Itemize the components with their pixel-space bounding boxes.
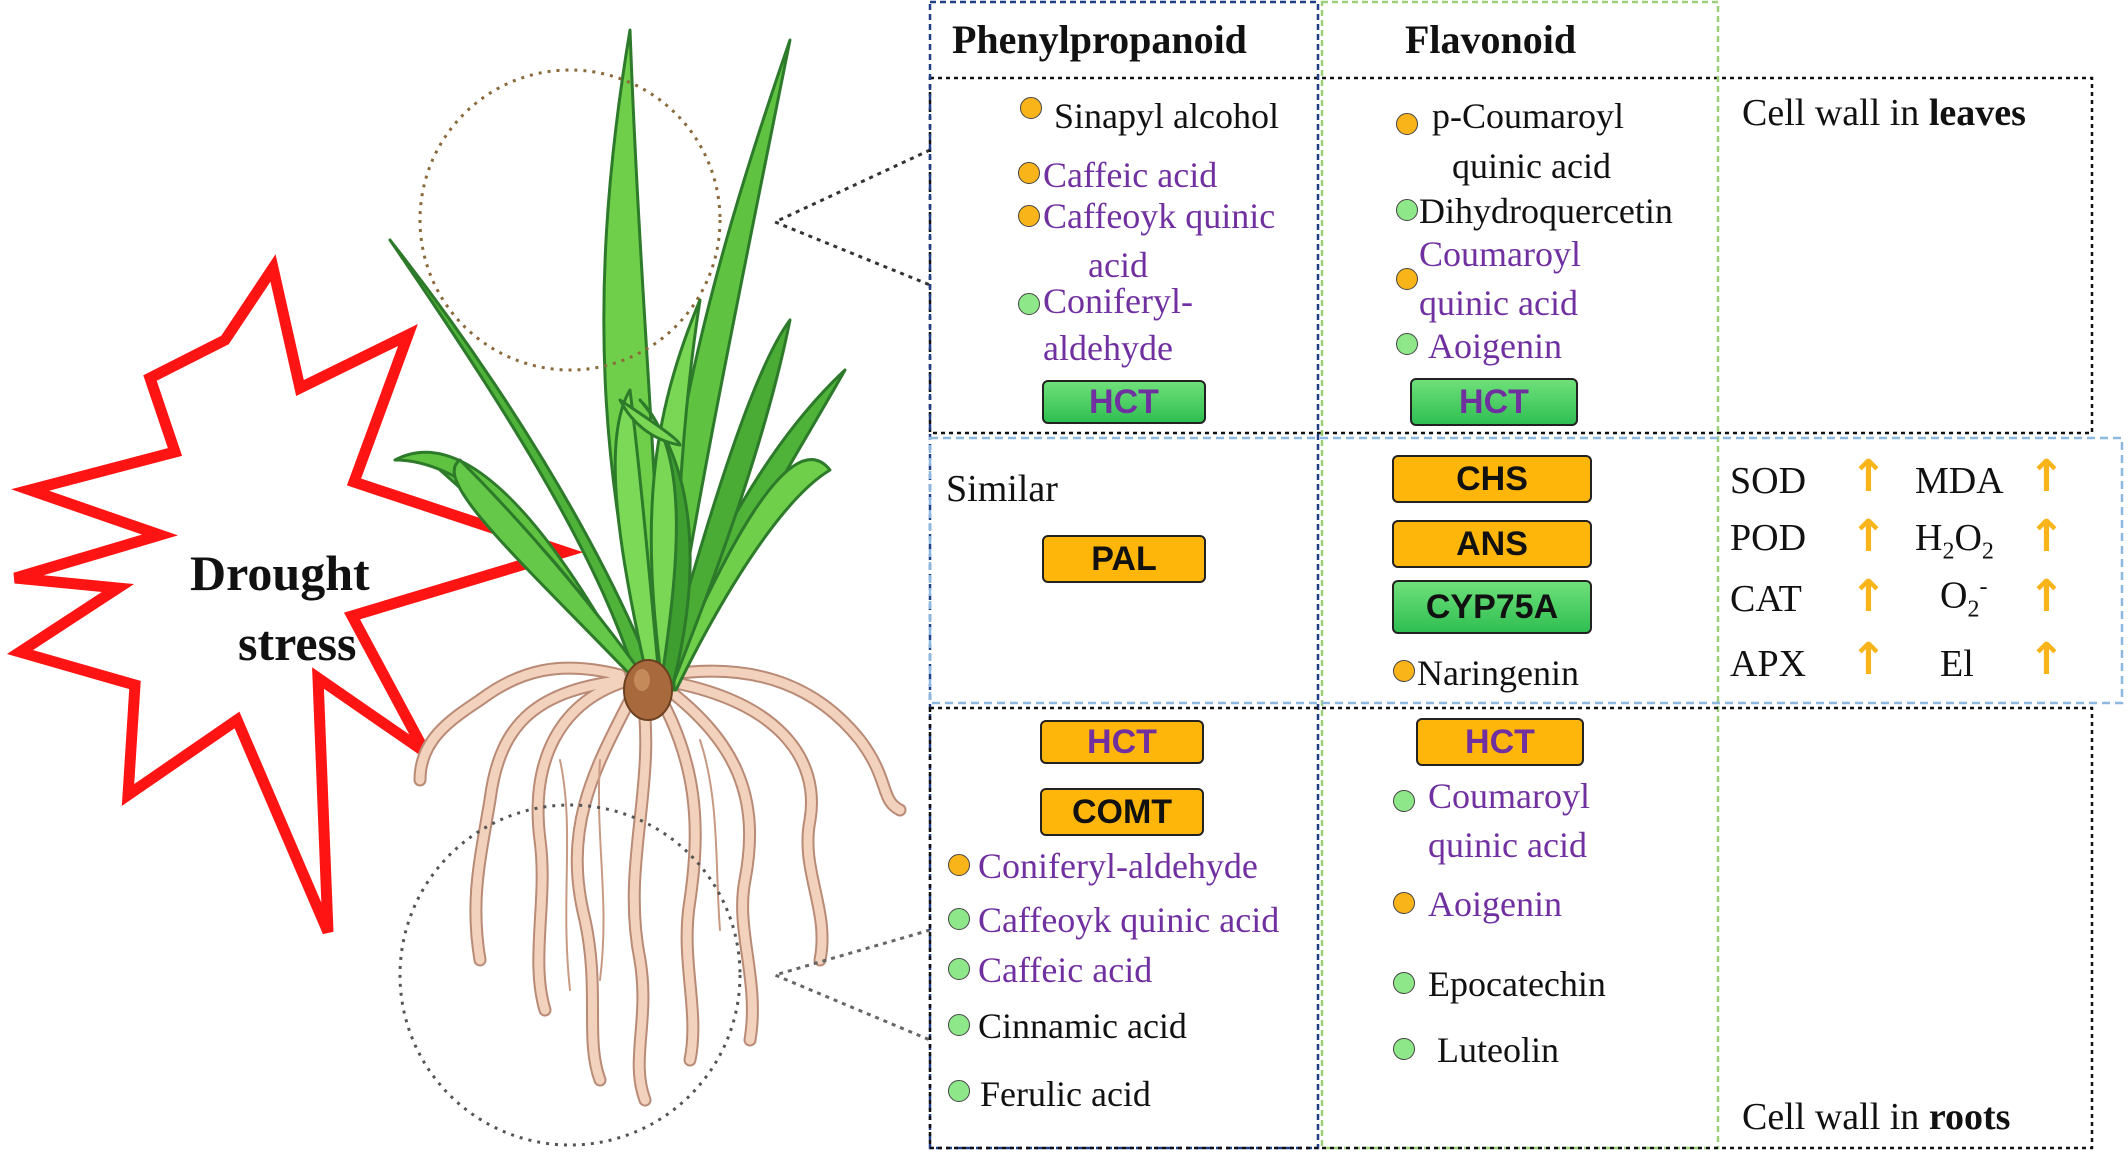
metabolite-caffeic-acid: Caffeic acid (1043, 155, 1218, 195)
header-phenylpropanoid: Phenylpropanoid (952, 17, 1247, 62)
orange-dot (1396, 268, 1418, 290)
enzyme-hct-leaves-flav: HCT (1410, 378, 1578, 426)
leaves-row-label: Cell wall in leaves (1742, 92, 2026, 134)
green-dot (948, 958, 970, 980)
metabolite-caffeoyk-quinic-acid-roots: Caffeoyk quinic acid (978, 900, 1280, 940)
table-frames (928, 0, 2124, 1150)
orange-dot (1018, 162, 1040, 184)
up-arrow-icon: ↑ (2028, 511, 2065, 562)
enzyme-cyp75a: CYP75A (1392, 580, 1592, 634)
green-dot (1396, 199, 1418, 221)
orange-dot (1393, 892, 1415, 914)
up-arrow-icon: ↑ (1850, 451, 1887, 502)
enzyme-chs: CHS (1392, 455, 1592, 503)
green-dot (1018, 293, 1040, 315)
orange-dot (1018, 205, 1040, 227)
indicator-cat: CAT (1730, 578, 1802, 620)
up-arrow-icon: ↑ (1850, 571, 1887, 622)
metabolite-coumaroyl-quinic-acid-line2: quinic acid (1419, 283, 1578, 323)
green-dot (948, 1080, 970, 1102)
green-dot (1393, 790, 1415, 812)
roots-callout (770, 928, 931, 1042)
leaves-callout (771, 148, 931, 287)
green-dot (1393, 1038, 1415, 1060)
metabolite-p-coumaroyl-line2: quinic acid (1452, 146, 1611, 186)
metabolite-naringenin: Naringenin (1417, 653, 1579, 693)
drought-label: Drought (190, 545, 370, 601)
metabolite-ferulic-acid: Ferulic acid (980, 1074, 1151, 1114)
green-dot (948, 1014, 970, 1036)
orange-dot (948, 854, 970, 876)
indicator-el: El (1940, 643, 1974, 685)
orange-dot (1396, 113, 1418, 135)
roots-row-label: Cell wall in roots (1742, 1096, 2011, 1138)
enzyme-hct-roots-phenyl: HCT (1040, 720, 1204, 764)
orange-dot (1393, 660, 1415, 682)
metabolite-coniferyl-aldehyde: Coniferyl- (1043, 281, 1193, 321)
roots-illustration (413, 661, 907, 1107)
metabolite-caffeoyk-quinic-acid: Caffeoyk quinic (1043, 196, 1276, 236)
enzyme-hct-leaves-phenyl: HCT (1042, 380, 1206, 424)
green-dot (1393, 972, 1415, 994)
leaves-illustration (388, 28, 847, 692)
indicator-apx: APX (1730, 643, 1807, 685)
stress-label: stress (238, 615, 357, 671)
enzyme-comt: COMT (1040, 788, 1204, 836)
metabolite-coumaroyl-quinic-acid: Coumaroyl (1419, 234, 1581, 274)
green-dot (948, 908, 970, 930)
enzyme-ans: ANS (1392, 520, 1592, 568)
indicator-sod: SOD (1730, 460, 1807, 502)
metabolite-aoigenin-roots: Aoigenin (1428, 884, 1562, 924)
metabolite-caffeoyk-quinic-acid-line2: acid (1088, 245, 1148, 285)
indicator-o2: O2- (1940, 574, 1988, 623)
metabolite-coniferyl-aldehyde-roots: Coniferyl-aldehyde (978, 846, 1258, 886)
metabolite-coniferyl-aldehyde-line2: aldehyde (1043, 328, 1173, 368)
metabolite-cinnamic-acid: Cinnamic acid (978, 1006, 1187, 1046)
up-arrow-icon: ↑ (2028, 451, 2065, 502)
metabolite-dihydroquercetin: Dihydroquercetin (1419, 191, 1673, 231)
metabolite-aoigenin-leaves: Aoigenin (1428, 326, 1562, 366)
metabolite-coumaroyl-quinic-acid-roots: Coumaroyl (1428, 776, 1590, 816)
drought-star (6, 254, 584, 935)
up-arrow-icon: ↑ (1850, 511, 1887, 562)
enzyme-pal: PAL (1042, 535, 1206, 583)
green-dot (1396, 333, 1418, 355)
seed (623, 659, 673, 721)
metabolite-p-coumaroyl: p-Coumaroyl (1432, 96, 1624, 136)
similar-label: Similar (946, 468, 1058, 510)
indicator-mda: MDA (1915, 460, 2004, 502)
header-flavonoid: Flavonoid (1405, 17, 1577, 62)
indicator-pod: POD (1730, 517, 1807, 559)
up-arrow-icon: ↑ (2028, 634, 2065, 685)
metabolite-caffeic-acid-roots: Caffeic acid (978, 950, 1153, 990)
metabolite-epocatechin: Epocatechin (1428, 964, 1606, 1004)
up-arrow-icon: ↑ (1850, 634, 1887, 685)
leaves-zoom-circle (418, 68, 722, 372)
up-arrow-icon: ↑ (2028, 571, 2065, 622)
indicator-h2o2: H2O2 (1915, 517, 1994, 565)
orange-dot (1020, 97, 1042, 119)
metabolite-luteolin: Luteolin (1437, 1030, 1559, 1070)
roots-zoom-circle (398, 803, 742, 1147)
metabolite-sinapyl-alcohol: Sinapyl alcohol (1054, 96, 1279, 136)
enzyme-hct-roots-flav: HCT (1416, 718, 1584, 766)
metabolite-coumaroyl-quinic-acid-roots-line2: quinic acid (1428, 825, 1587, 865)
